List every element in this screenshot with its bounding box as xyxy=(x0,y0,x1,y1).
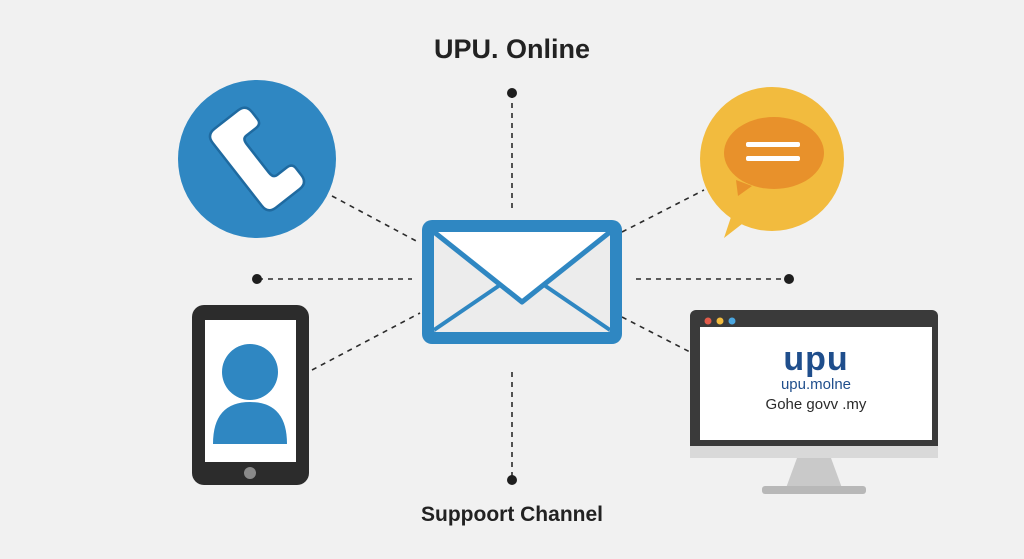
envelope-icon xyxy=(422,220,622,344)
website-url: upu.molne xyxy=(780,376,852,393)
diagram-caption: Suppoort Channel xyxy=(421,503,603,526)
website-logo: upu xyxy=(783,340,849,378)
dot-left xyxy=(252,274,262,284)
connector-chat xyxy=(621,189,705,233)
connector-phone xyxy=(331,195,421,244)
dot-bottom xyxy=(507,475,517,485)
phone-icon xyxy=(178,80,336,238)
dot-right xyxy=(784,274,794,284)
desktop-monitor-icon xyxy=(690,310,938,494)
connector-dots xyxy=(252,88,794,485)
dot-top xyxy=(507,88,517,98)
diagram-title: UPU. Online xyxy=(433,34,590,64)
connectors xyxy=(258,93,788,478)
website-domain: Gohe govv .my xyxy=(765,396,867,413)
chat-bubble-icon xyxy=(700,87,844,238)
connector-mobile xyxy=(311,312,421,371)
smartphone-user-icon xyxy=(192,305,309,485)
connector-website xyxy=(621,316,691,353)
